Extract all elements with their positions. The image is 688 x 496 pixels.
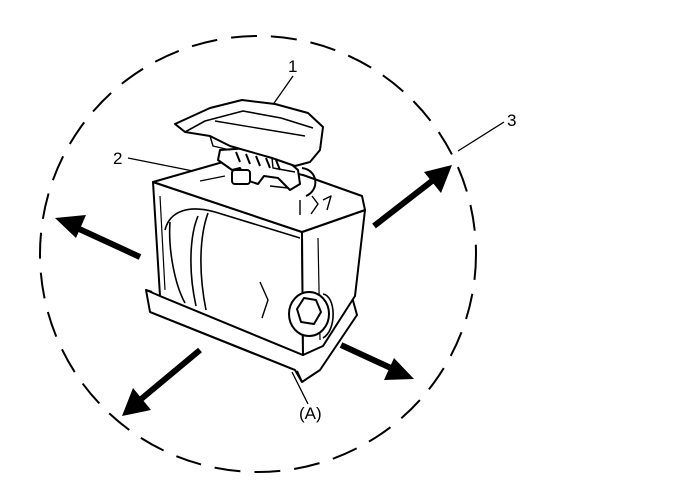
leader-line-a [291,371,309,405]
arrow-lower-right-icon [339,342,414,380]
dashed-circle [39,35,477,473]
battery-cover [174,99,324,173]
callout-label-2: 2 [113,149,123,168]
arrow-left-icon [55,215,142,260]
leader-line-3 [457,121,505,152]
callout-label-3: 3 [507,111,517,130]
arrow-upper-right-icon [372,165,452,229]
battery-body [152,159,366,356]
arrow-lower-left-icon [122,347,202,416]
callout-label-a: (A) [299,404,322,423]
callout-label-1: 1 [288,57,298,76]
